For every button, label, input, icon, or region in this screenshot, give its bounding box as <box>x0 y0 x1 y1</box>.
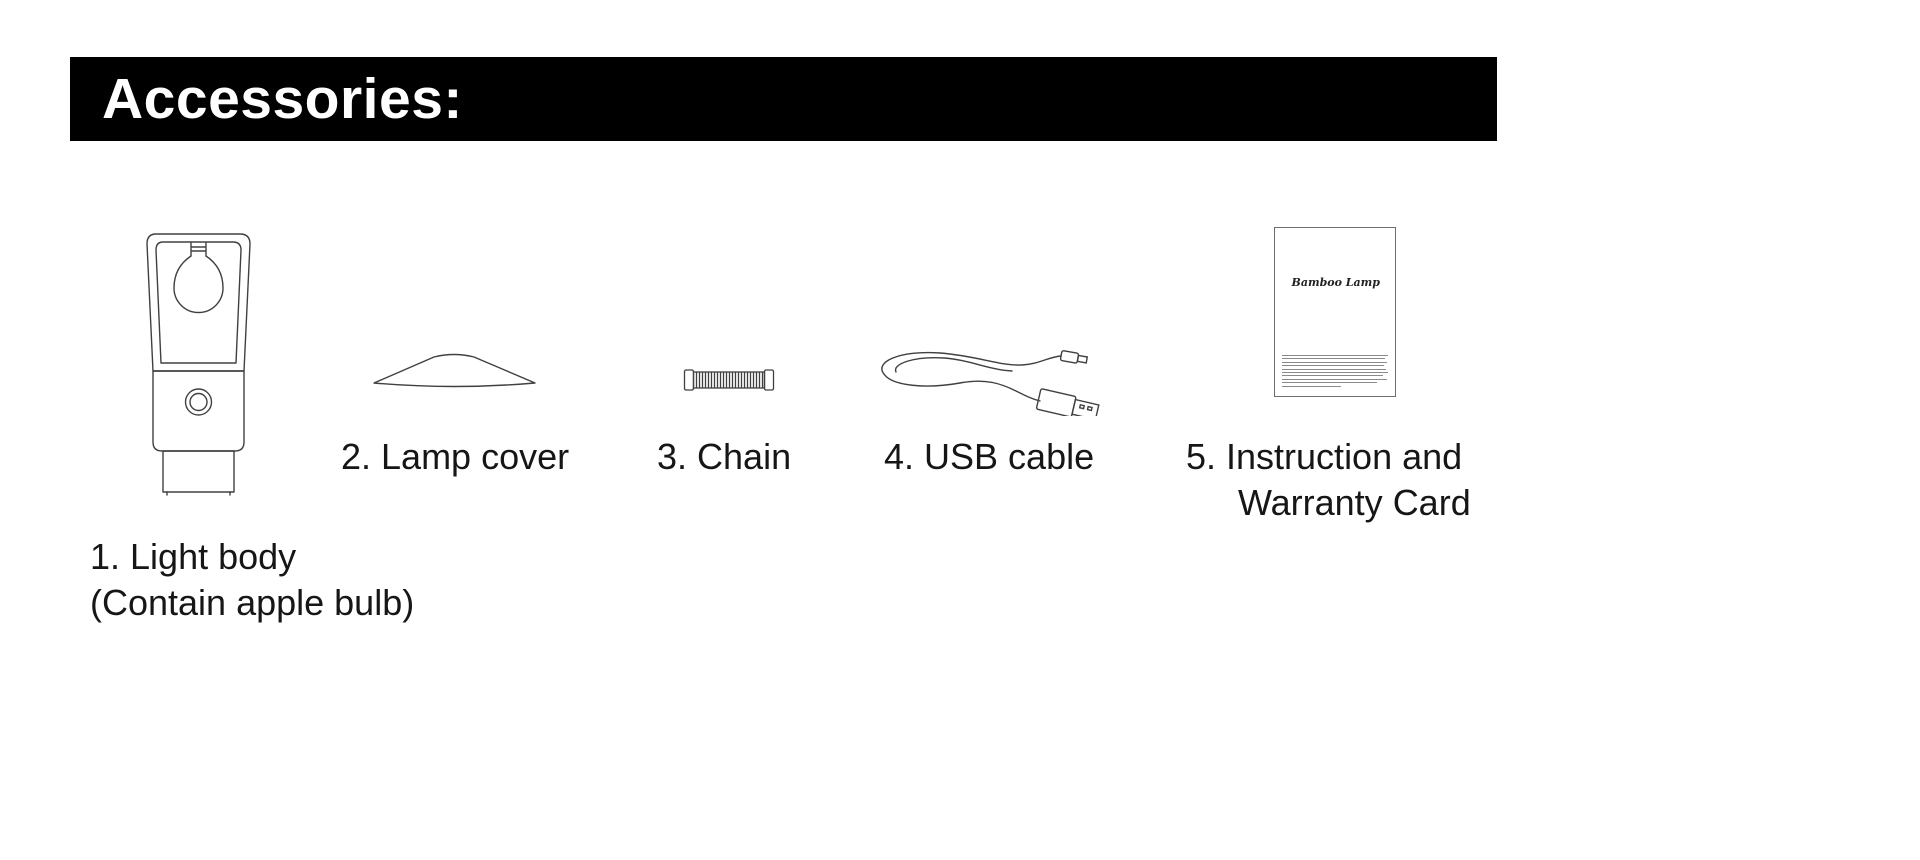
usb-cable-drawing <box>881 350 1100 421</box>
lamp-cover-illustration <box>372 350 537 395</box>
light-body-label-line2: (Contain apple bulb) <box>90 582 415 623</box>
instruction-card-label-line2: Warranty Card <box>1238 482 1471 523</box>
section-title: Accessories: <box>102 67 463 131</box>
light-body-illustration <box>126 230 271 507</box>
usb-cable-label: 4. USB cable <box>884 436 1095 477</box>
warranty-card-title: Bamboo Lamp <box>1291 276 1380 289</box>
chain-drawing <box>683 369 775 391</box>
lamp-cover-drawing <box>373 353 536 388</box>
chain-illustration <box>683 365 775 400</box>
warranty-card-illustration: Bamboo Lamp <box>1274 227 1396 397</box>
light-body-label-line1: 1. Light body <box>90 536 297 577</box>
section-header: Accessories: <box>70 57 1497 141</box>
usb-cable-illustration <box>874 344 1104 421</box>
instruction-card-label: 5. Instruction and Warranty Card <box>1186 434 1471 526</box>
lamp-cover-label: 2. Lamp cover <box>341 436 570 477</box>
instruction-card-label-line1: 5. Instruction and <box>1186 436 1463 477</box>
light-body-label: 1. Light body (Contain apple bulb) <box>90 534 414 626</box>
warranty-card-fine-print-lines <box>1282 355 1388 389</box>
chain-label: 3. Chain <box>657 436 792 477</box>
light-body-drawing <box>146 233 251 496</box>
